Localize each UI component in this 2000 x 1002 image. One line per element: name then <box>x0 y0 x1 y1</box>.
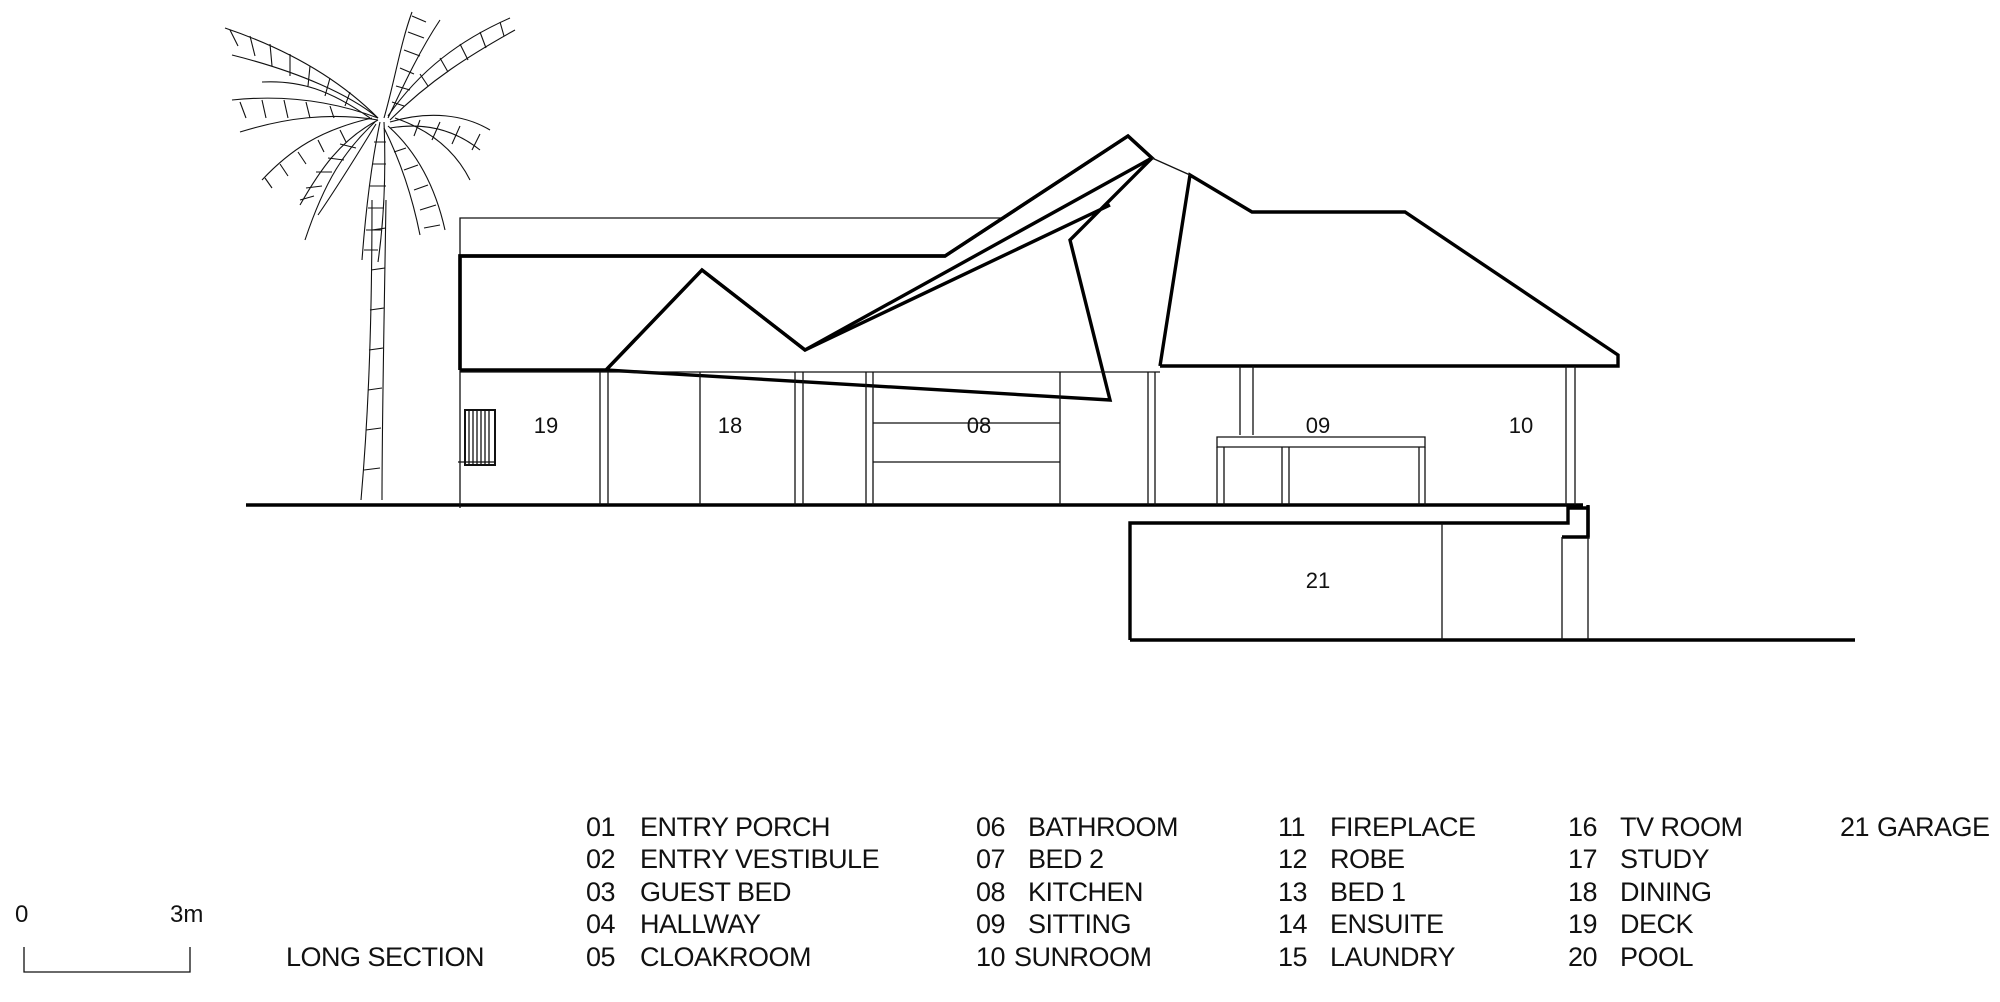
legend-name: SITTING <box>1028 909 1131 939</box>
legend-num: 11 <box>1278 812 1305 842</box>
legend-num: 06 <box>976 812 1005 842</box>
legend-num: 14 <box>1278 909 1308 939</box>
palm-fronds <box>224 11 516 263</box>
roof-outline <box>458 133 1155 402</box>
legend-name: STUDY <box>1620 844 1709 874</box>
legend-name: LAUNDRY <box>1330 942 1456 972</box>
legend-name: KITCHEN <box>1028 877 1143 907</box>
legend-name: GARAGE <box>1877 812 1990 842</box>
legend-name: CLOAKROOM <box>640 942 811 972</box>
deck-balustrade <box>458 409 496 466</box>
legend-num: 17 <box>1568 844 1597 874</box>
legend-name: ROBE <box>1330 844 1405 874</box>
parapet-outline <box>459 217 1002 258</box>
legend-num: 05 <box>586 942 615 972</box>
legend-name: BED 1 <box>1330 877 1406 907</box>
legend-name: ENTRY VESTIBULE <box>640 844 879 874</box>
building-section: 19 18 08 09 10 21 <box>246 133 1855 642</box>
legend-num: 13 <box>1278 877 1307 907</box>
legend-num: 15 <box>1278 942 1307 972</box>
legend-num: 12 <box>1278 844 1307 874</box>
room-legend: 01 ENTRY PORCH 02 ENTRY VESTIBULE 03 GUE… <box>586 812 1990 972</box>
room-tag-19: 19 <box>534 413 558 438</box>
legend-name: ENTRY PORCH <box>640 812 830 842</box>
legend-name: DECK <box>1620 909 1694 939</box>
legend-num: 20 <box>1568 942 1597 972</box>
legend-name: ENSUITE <box>1330 909 1444 939</box>
legend-name: GUEST BED <box>640 877 791 907</box>
legend-num: 03 <box>586 877 615 907</box>
legend-num: 07 <box>976 844 1005 874</box>
scale-start-label: 0 <box>15 901 28 928</box>
legend-num: 19 <box>1568 909 1597 939</box>
legend-num: 18 <box>1568 877 1597 907</box>
garage <box>1128 505 1590 640</box>
legend-num: 16 <box>1568 812 1597 842</box>
legend-name: BED 2 <box>1028 844 1104 874</box>
kitchen-bench <box>873 422 1060 463</box>
legend-name: POOL <box>1620 942 1694 972</box>
legend-num: 10 <box>976 942 1005 972</box>
palm-tree-icon <box>224 11 516 501</box>
legend-name: TV ROOM <box>1620 812 1743 842</box>
sitting-pergola <box>1216 436 1426 505</box>
roof-profile <box>458 133 1155 372</box>
hip-roof <box>1158 172 1620 368</box>
legend-num: 08 <box>976 877 1005 907</box>
legend-name: DINING <box>1620 877 1712 907</box>
legend-num: 04 <box>586 909 616 939</box>
room-tag-18: 18 <box>718 413 742 438</box>
legend-num: 02 <box>586 844 615 874</box>
legend-name: HALLWAY <box>640 909 761 939</box>
room-tag-10: 10 <box>1509 413 1533 438</box>
legend-num: 01 <box>586 812 615 842</box>
legend-name: FIREPLACE <box>1330 812 1476 842</box>
scale-end-label: 3m <box>170 901 203 928</box>
drawing-title: LONG SECTION <box>286 942 484 972</box>
room-tag-21: 21 <box>1306 568 1330 593</box>
room-tag-09: 09 <box>1306 413 1330 438</box>
legend-name: BATHROOM <box>1028 812 1178 842</box>
legend-name: SUNROOM <box>1014 942 1152 972</box>
legend-num: 21 <box>1840 812 1869 842</box>
legend-num: 09 <box>976 909 1005 939</box>
scale-bar: 0 3m <box>15 901 203 973</box>
room-tag-08: 08 <box>967 413 991 438</box>
